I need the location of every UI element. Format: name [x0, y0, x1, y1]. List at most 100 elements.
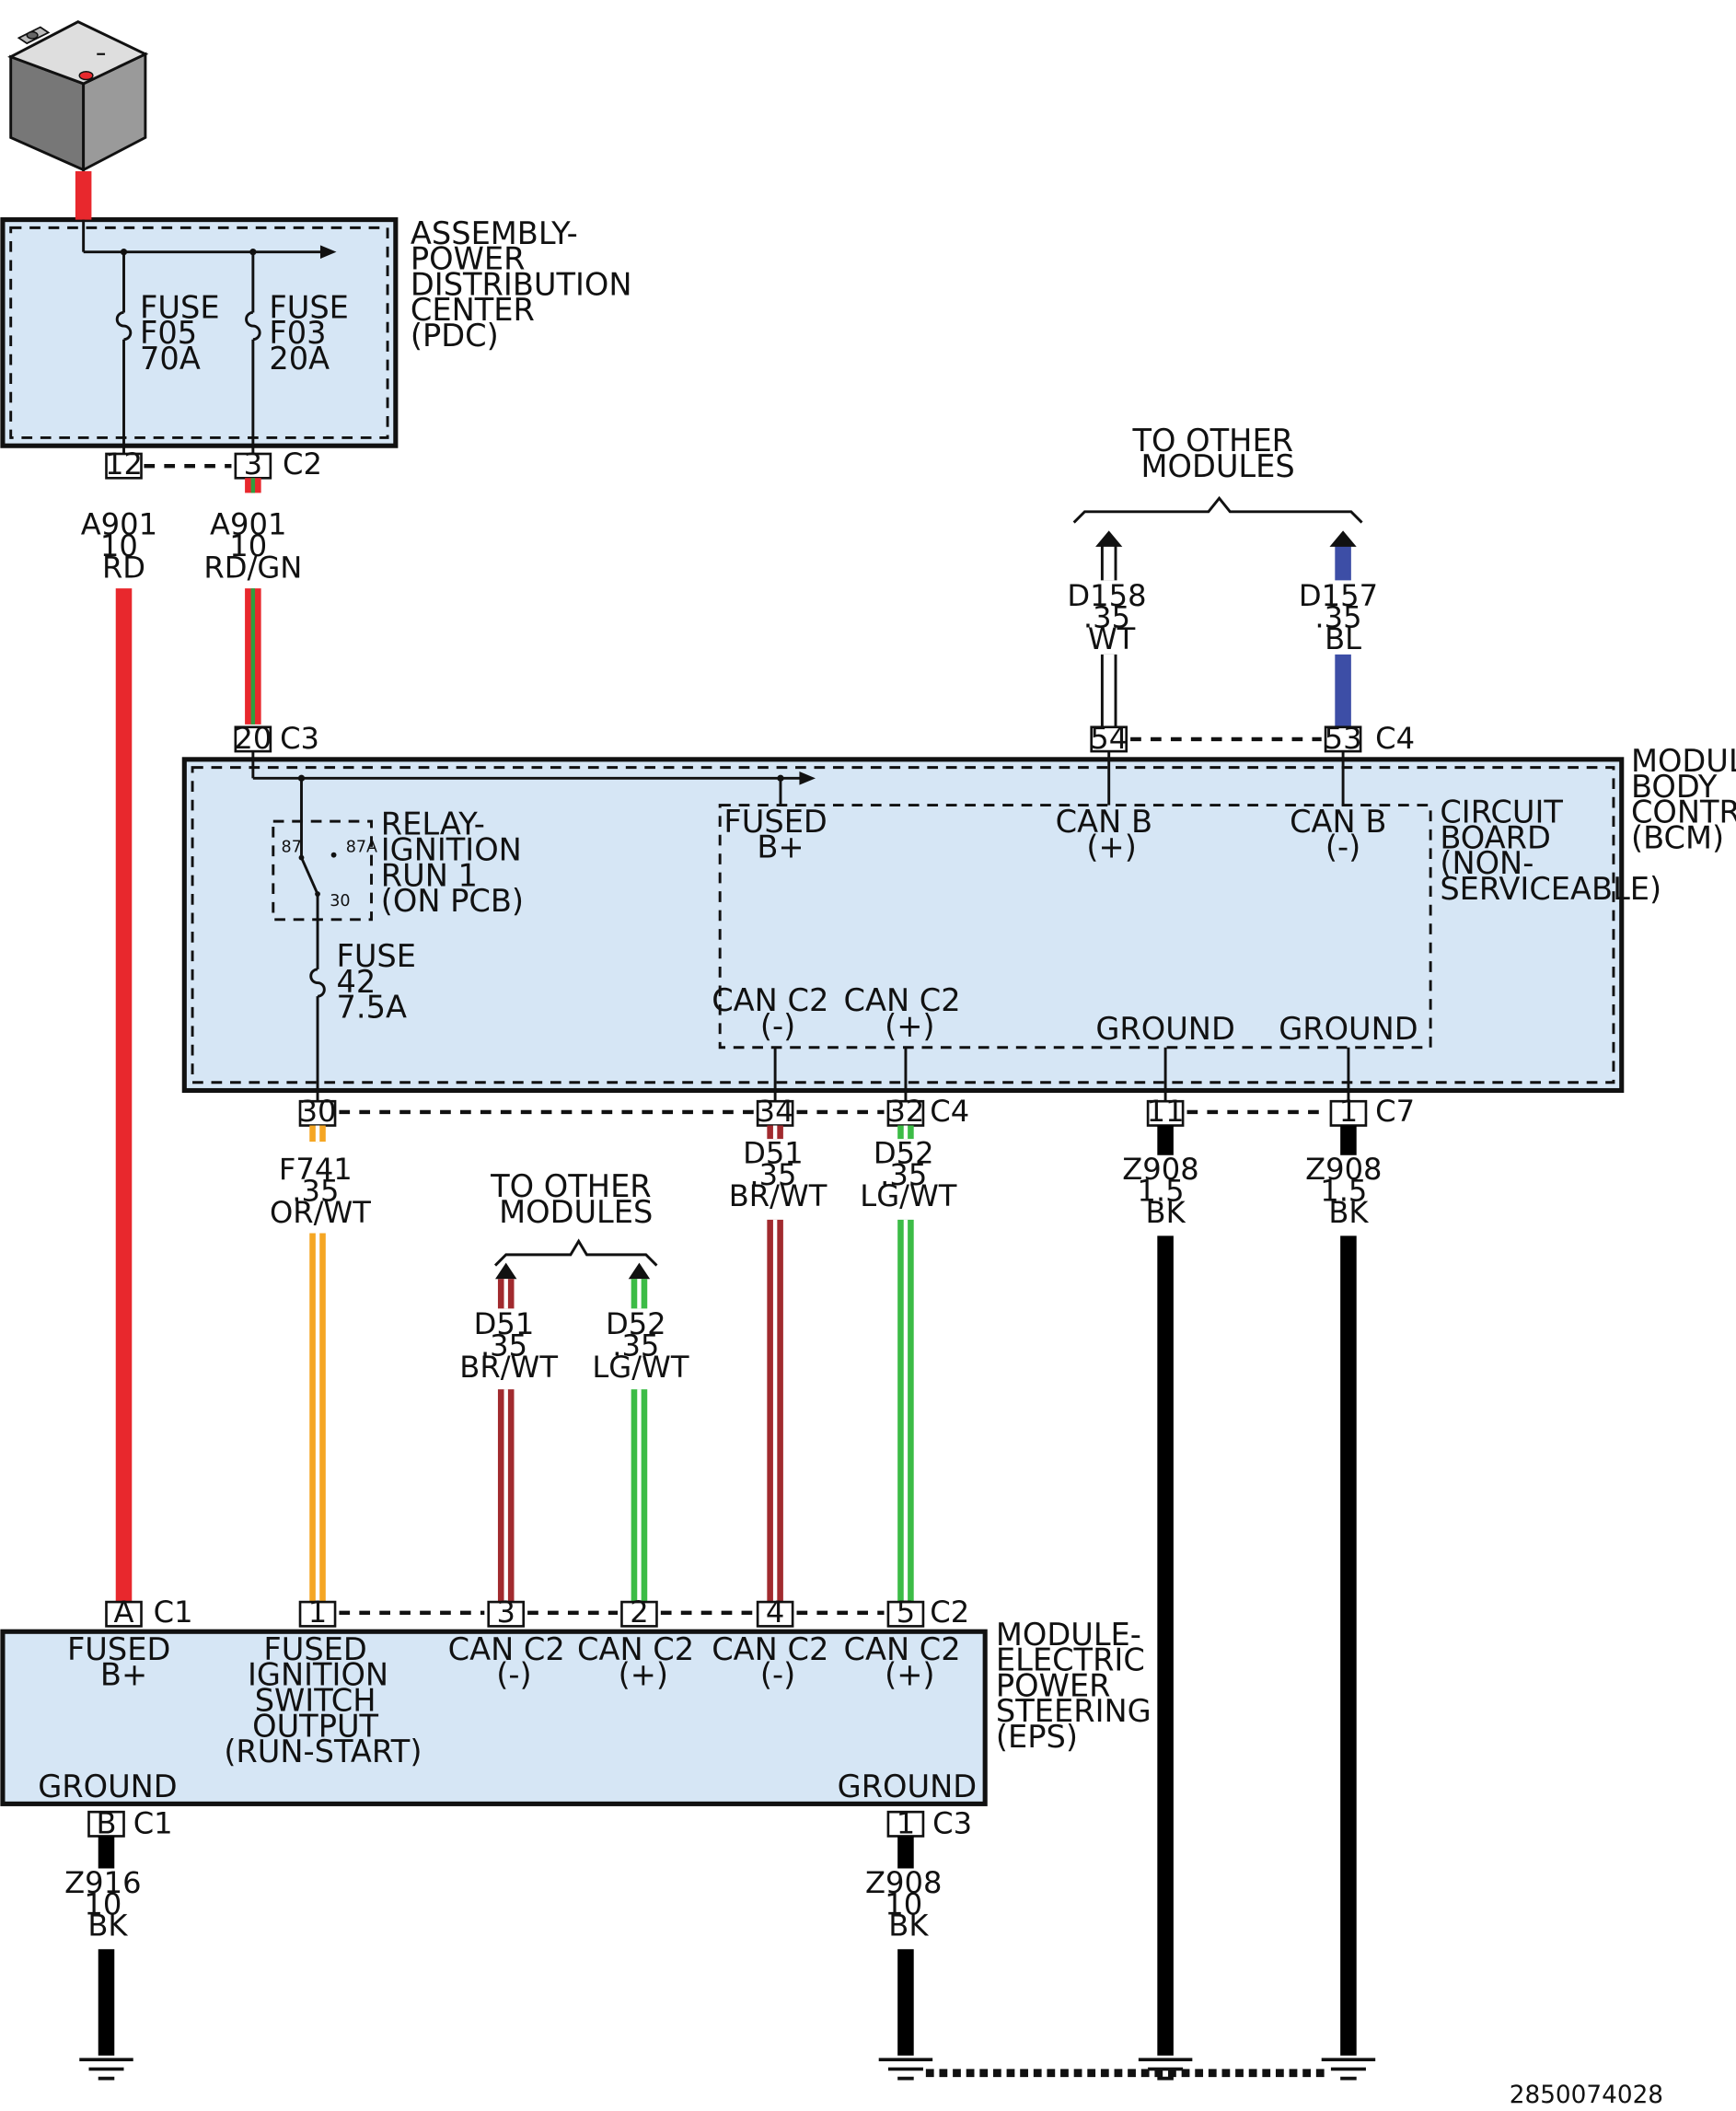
svg-text:4: 4 [766, 1595, 784, 1630]
to-other-modules-mid-label: TO OTHER MODULES [490, 1168, 661, 1230]
relay-pin-30: 30 [330, 892, 350, 911]
svg-text:30: 30 [299, 1094, 337, 1129]
wire-d158-wt [1095, 530, 1123, 727]
eps-pin-5: 5 [886, 1595, 925, 1630]
wire-d52-bcm-label: D52 .35 LG/WT [860, 1135, 956, 1213]
wire-z908-a-label: Z908 1.5 BK [1122, 1152, 1209, 1230]
bcm-title: MODULE- BODY CONTROL (BCM) [1631, 743, 1736, 855]
pdc-internal-wiring [82, 219, 337, 454]
bcm-ground-1-label: GROUND [1095, 1011, 1234, 1047]
pdc-pin-3: 3 [234, 447, 272, 481]
eps-connector-c2: C2 [930, 1595, 969, 1630]
wire-z908-b-label: Z908 1.5 BK [1305, 1152, 1392, 1230]
bcm-pin-1: 1 [1329, 1094, 1368, 1129]
bcm-pin-34: 34 [757, 1094, 794, 1129]
svg-text:B: B [96, 1806, 116, 1841]
svg-text:34: 34 [757, 1094, 794, 1129]
eps-fused-b-label: FUSED B+ [67, 1631, 180, 1693]
svg-text:1: 1 [1339, 1094, 1358, 1129]
wire-d51-other-label: D51 .35 BR/WT [459, 1306, 558, 1385]
eps-ground-2-label: GROUND [838, 1769, 977, 1804]
svg-text:12: 12 [105, 447, 143, 481]
svg-text:A: A [114, 1595, 134, 1630]
pdc-title: ASSEMBLY- POWER DISTRIBUTION CENTER (PDC… [411, 215, 642, 354]
bcm-pin-32: 32 [886, 1094, 924, 1129]
eps-can-c2-neg-2-label: CAN C2 (-) [712, 1631, 839, 1693]
bcm-connector-c7: C7 [1375, 1094, 1415, 1129]
bcm-can-b-pos-label: CAN B (+) [1056, 804, 1163, 865]
wire-f741-label: F741 .35 OR/WT [270, 1152, 371, 1230]
eps-pin-1: 1 [298, 1595, 337, 1630]
wire-d51-bcm-label: D51 .35 BR/WT [729, 1135, 827, 1213]
bcm-pin-54: 54 [1090, 721, 1128, 756]
to-other-modules-mid-brace [493, 1238, 658, 1280]
wire-z916-label: Z916 10 BK [64, 1865, 151, 1943]
svg-text:1: 1 [308, 1595, 327, 1630]
svg-text:3: 3 [496, 1595, 515, 1630]
eps-connector-c3: C3 [932, 1806, 972, 1841]
eps-connector-c1-bottom: C1 [133, 1806, 173, 1841]
bcm-pin-53: 53 [1325, 721, 1362, 756]
eps-fused-ignition-label: FUSED IGNITION SWITCH OUTPUT (RUN-START) [224, 1631, 422, 1769]
svg-text:1: 1 [897, 1806, 915, 1841]
svg-text:3: 3 [244, 447, 262, 481]
pdc-fuse-f03-label: FUSE F03 20A [269, 289, 358, 377]
eps-pin-4: 4 [756, 1595, 794, 1630]
eps-module [0, 1629, 988, 1806]
bcm-relay-label: RELAY- IGNITION RUN 1 (ON PCB) [381, 806, 532, 919]
eps-can-c2-pos-2-label: CAN C2 (+) [843, 1631, 970, 1693]
wire-d157-label: D157 .35 BL [1299, 578, 1387, 656]
svg-text:20: 20 [234, 721, 272, 756]
bcm-fuse-42-label: FUSE 42 7.5A [337, 938, 426, 1026]
document-id: 2850074028 [1510, 2082, 1663, 2109]
eps-pin-a: A [105, 1595, 143, 1630]
wire-d158-label: D158 .35 WT [1067, 578, 1155, 656]
wire-a901-rd-label: A901 10 RD [81, 507, 168, 586]
bcm-connector-c4-bottom: C4 [930, 1094, 969, 1129]
wire-d157-bl [1329, 530, 1357, 727]
bcm-module [181, 757, 1625, 1094]
bcm-connector-c4-top: C4 [1375, 721, 1415, 756]
bcm-fused-b-label: FUSED B+ [723, 804, 837, 865]
wire-a901-rdgn-label: A901 10 RD/GN [203, 507, 302, 586]
relay-pin-87: 87 [282, 839, 302, 857]
eps-can-c2-neg-1-label: CAN C2 (-) [448, 1631, 575, 1693]
svg-text:54: 54 [1090, 721, 1128, 756]
wire-z908-eps-label: Z908 10 BK [865, 1865, 952, 1943]
wire-d52-other-label: D52 .35 LG/WT [592, 1306, 689, 1385]
pdc-pin-12: 12 [105, 447, 143, 481]
pdc-connector-c2: C2 [283, 447, 322, 481]
bcm-pin-11: 11 [1147, 1094, 1185, 1129]
eps-title: MODULE- ELECTRIC POWER STEERING (EPS) [996, 1617, 1161, 1755]
battery-icon [7, 20, 149, 172]
svg-text:2: 2 [630, 1595, 648, 1630]
eps-connector-c1-top: C1 [154, 1595, 193, 1630]
ground-symbol-1 [79, 2058, 133, 2081]
ground-symbol-2 [878, 2058, 933, 2081]
ground-symbol-4 [1321, 2058, 1376, 2081]
bcm-can-c2-pos-label: CAN C2 (+) [843, 982, 970, 1044]
svg-text:32: 32 [886, 1094, 924, 1129]
to-other-modules-top-brace [1072, 495, 1363, 524]
bcm-can-b-neg-label: CAN B (-) [1290, 804, 1396, 865]
to-other-modules-top-label: TO OTHER MODULES [1132, 423, 1303, 484]
eps-pin-b: B [87, 1806, 125, 1841]
bcm-circuit-board-label: CIRCUIT BOARD (NON- SERVICEABLE) [1440, 795, 1661, 907]
bcm-connector-c3: C3 [280, 721, 319, 756]
eps-pin-1-ground: 1 [886, 1806, 925, 1841]
eps-pin-3: 3 [487, 1595, 526, 1630]
pdc-module [0, 217, 399, 448]
ground-symbol-3 [1138, 2058, 1193, 2081]
eps-ground-1-label: GROUND [38, 1769, 177, 1804]
bcm-can-c2-neg-label: CAN C2 (-) [712, 982, 839, 1044]
eps-can-c2-pos-1-label: CAN C2 (+) [577, 1631, 704, 1693]
svg-text:5: 5 [897, 1595, 915, 1630]
bcm-ground-2-label: GROUND [1279, 1011, 1418, 1047]
pdc-fuse-f05-label: FUSE F05 70A [140, 289, 229, 377]
svg-text:11: 11 [1147, 1094, 1185, 1129]
eps-pin-2: 2 [620, 1595, 658, 1630]
relay-pin-87a: 87A [346, 839, 377, 857]
bcm-pin-30: 30 [299, 1094, 337, 1129]
svg-text:53: 53 [1325, 721, 1362, 756]
